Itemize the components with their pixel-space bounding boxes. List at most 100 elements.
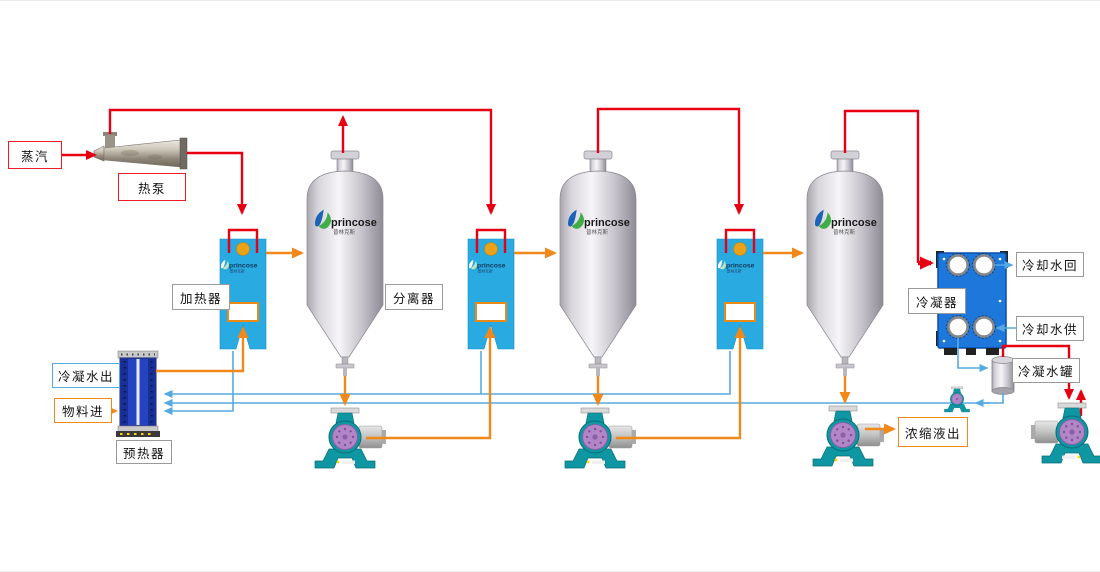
princose-logo-icon [470,261,477,270]
label-heater: 加热器 [172,284,230,310]
separator-top-nozzle [336,156,354,174]
ejector-discharge-line [187,151,247,215]
condenser-port-bottom-right [973,316,995,338]
pump-motor [856,423,881,447]
separator-top-nozzle [589,156,607,174]
princose-logo-subtitle: 普林克斯 [230,268,245,273]
condenser-port-top-left [947,254,969,276]
heater2-steam-inlet-yoke [475,228,507,253]
princose-logo-icon [571,212,585,229]
water-lines [102,261,1018,415]
condenser-foot [944,348,957,355]
condenser-foot [966,348,976,355]
heater-2: princose 普林克斯 [467,238,515,350]
pump-motor-cap [1031,425,1035,439]
ejector-texture [121,150,139,156]
heater-3: princose 普林克斯 [716,238,764,350]
label-condensate-water-out: 冷凝水出 [52,363,120,388]
preheater-to-heater1-line [156,326,249,373]
princose-logo-icon [469,259,474,269]
label-steam: 蒸汽 [8,141,62,169]
princose-logo: princose 普林克斯 [469,259,506,273]
separator-bottom-stem [594,356,602,365]
separator-bottom-stem [341,356,349,365]
label-condenser: 冷凝器 [908,288,966,314]
pump-suction [335,412,355,424]
label-separator: 分离器 [385,284,443,310]
heater1-steam-inlet-yoke [227,228,259,253]
label-preheater: 预热器 [116,440,172,464]
pump-base [812,446,874,467]
pump-2 [564,407,636,469]
separator-3: princose 普林克斯 [806,150,884,376]
pump-suction-flange [1057,402,1087,409]
heater-outlet-box [475,302,507,322]
princose-logo-icon [719,261,726,270]
separator2-vapor-line [596,107,744,215]
material-lines [106,247,896,440]
label-cooling-water-supply: 冷却水供 [1016,316,1084,341]
princose-logo-icon [318,212,332,229]
separator-bottom-outlet [596,368,600,376]
separator-vessel [559,170,637,358]
separator-1: princose 普林克斯 [306,150,384,376]
pump-suction [1062,407,1082,419]
heater1-condensate-line [163,351,234,415]
separator-2: princose 普林克斯 [559,150,637,376]
pump-hub [1069,429,1075,435]
transfer-pump-small [944,386,970,413]
separator-bottom-outlet [843,368,847,376]
princose-logo-icon [221,259,226,269]
heater-top-port [484,242,498,256]
condenser-port-top-right [973,254,995,276]
condensate-tank [991,356,1015,395]
pump-motor [1034,420,1059,444]
condenser-unit [936,251,1008,355]
separator-vessel [306,170,384,358]
princose-logo-subtitle: 普林克斯 [833,228,856,236]
separator-bottom-outlet [343,368,347,376]
heater-top-port [236,242,250,256]
heater-top-port [733,242,747,256]
pump-base [564,448,626,469]
princose-logo-subtitle: 普林克斯 [727,268,742,273]
separator-vessel [806,170,884,358]
ejector-outlet-flange [179,137,188,170]
pump-motor-cap [880,428,884,442]
steam-ejector [93,132,188,170]
princose-logo-icon [222,261,229,270]
label-heat-pump: 热泵 [118,173,186,201]
heater-outlet-box [724,302,756,322]
princose-logo-icon [815,209,824,227]
pump-4 [1031,402,1100,464]
princose-logo-text: princose [831,217,877,229]
separator-top-flange [330,150,360,160]
heater3-steam-inlet-yoke [724,228,756,253]
princose-logo-text: princose [229,262,258,269]
condenser-port-bottom-left [947,316,969,338]
princose-logo-subtitle: 普林克斯 [586,228,609,236]
tank-top [991,356,1015,364]
separator-bottom-flange [835,363,855,369]
ejector-texture [148,154,162,160]
condenser-to-tank-line [957,338,989,372]
princose-logo: princose 普林克斯 [815,209,877,236]
princose-logo: princose 普林克斯 [221,259,258,273]
separator-top-nozzle [836,156,854,174]
separator-bottom-flange [588,363,608,369]
ejector-nozzle [93,145,105,162]
vapor-line-to-heater2 [108,108,496,215]
pump-suction [585,412,605,424]
pump-1 [314,407,386,469]
pump-base [1041,443,1100,464]
preheater-center-plate [136,359,140,425]
princose-logo: princose 普林克斯 [568,209,630,236]
steam-lines [62,107,1086,416]
pump-suction-flange [330,407,360,414]
pump-suction [833,410,853,422]
princose-logo-text: princose [584,217,630,229]
princose-logo: princose 普林克斯 [718,259,755,273]
ejector-body [103,139,182,168]
princose-logo: princose 普林克斯 [315,209,377,236]
